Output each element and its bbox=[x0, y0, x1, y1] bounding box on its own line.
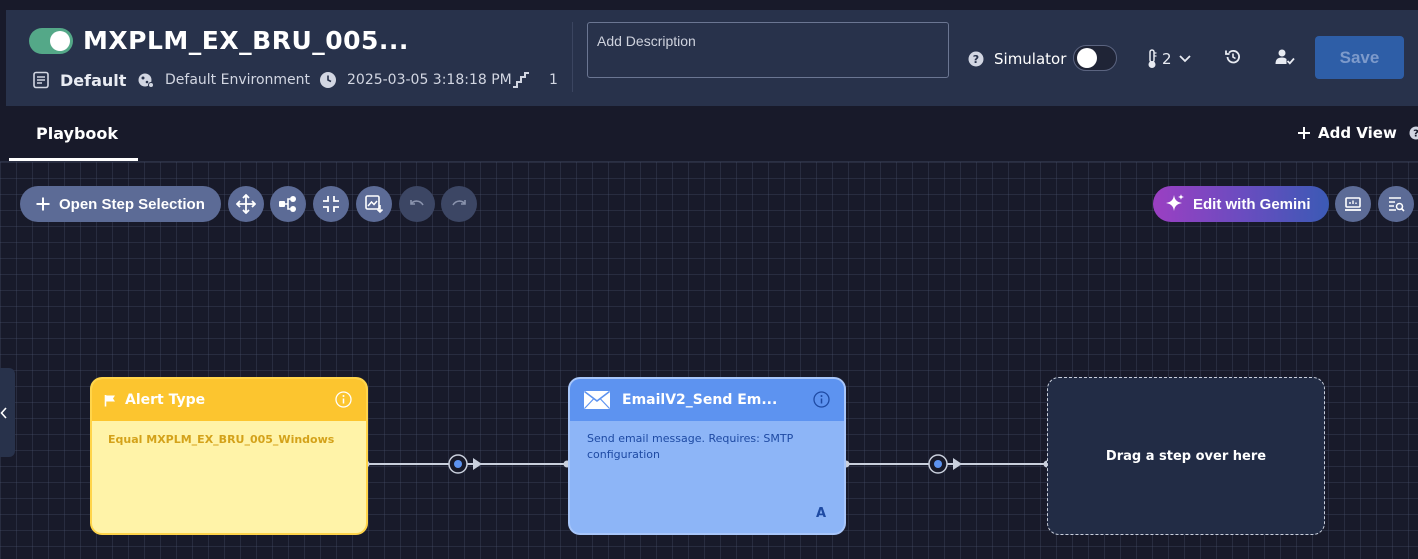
auto-layout-button[interactable] bbox=[270, 186, 306, 222]
edit-with-gemini-button[interactable]: Edit with Gemini bbox=[1153, 186, 1329, 222]
redo-icon bbox=[452, 200, 466, 206]
header-divider bbox=[572, 22, 573, 92]
add-view-button[interactable]: Add View bbox=[1296, 124, 1397, 142]
svg-text:?: ? bbox=[1413, 129, 1418, 140]
sparkle-icon bbox=[1166, 194, 1184, 211]
description-input[interactable] bbox=[587, 22, 949, 78]
playbook-default-label[interactable]: Default bbox=[32, 70, 126, 90]
envelope-icon bbox=[584, 390, 610, 409]
save-button[interactable]: Save bbox=[1315, 36, 1404, 79]
connector-add-point[interactable] bbox=[448, 454, 482, 474]
playbook-environment[interactable]: Default Environment bbox=[137, 70, 310, 90]
image-export-icon bbox=[365, 195, 384, 214]
undo-icon bbox=[410, 200, 424, 206]
playbook-datetime: 2025-03-05 3:18:18 PM bbox=[319, 70, 512, 90]
simulator-toggle[interactable] bbox=[1073, 45, 1117, 71]
node-description: Send email message. Requires: SMTP confi… bbox=[587, 432, 794, 461]
toggle-knob bbox=[1077, 48, 1097, 68]
undo-button[interactable] bbox=[399, 186, 435, 222]
simulator-label: Simulator bbox=[994, 50, 1067, 68]
steps-icon bbox=[513, 72, 529, 88]
trigger-node-alert-type[interactable]: Alert Type Equal MXPLM_EX_BRU_005_Window… bbox=[90, 377, 368, 535]
connector-add-point[interactable] bbox=[928, 454, 962, 474]
chevron-down-icon bbox=[1178, 55, 1191, 63]
move-icon bbox=[236, 194, 256, 214]
plus-icon bbox=[1298, 127, 1310, 139]
active-tab-indicator bbox=[9, 158, 138, 161]
node-condition: Equal MXPLM_EX_BRU_005_Windows bbox=[108, 433, 335, 446]
side-panel-toggle[interactable] bbox=[0, 368, 15, 457]
playbook-enabled-toggle[interactable] bbox=[29, 28, 73, 54]
monitor-view-button[interactable] bbox=[1335, 186, 1371, 222]
help-icon[interactable]: ? bbox=[968, 51, 984, 67]
flag-icon bbox=[104, 394, 115, 406]
drop-zone-label: Drag a step over here bbox=[1105, 448, 1267, 464]
clock-icon bbox=[320, 72, 336, 88]
node-badge-letter: A bbox=[815, 506, 826, 521]
playbook-header: MXPLM_EX_BRU_005... Default Default Envi… bbox=[6, 10, 1418, 106]
version-number: 2 bbox=[1162, 50, 1172, 68]
action-node-emailv2-send[interactable]: EmailV2_Send Em... Send email message. R… bbox=[568, 377, 846, 535]
info-icon[interactable] bbox=[813, 391, 830, 408]
plus-icon bbox=[36, 197, 50, 211]
user-check-icon[interactable] bbox=[1274, 48, 1296, 66]
version-selector[interactable]: 2 bbox=[1146, 49, 1192, 69]
info-icon[interactable] bbox=[335, 391, 352, 408]
node-title: Alert Type bbox=[125, 392, 206, 408]
step-drop-zone[interactable]: Drag a step over here bbox=[1047, 377, 1325, 535]
svg-text:?: ? bbox=[973, 53, 979, 66]
thermometer-icon bbox=[1148, 49, 1157, 68]
branch-icon bbox=[279, 196, 296, 212]
move-canvas-button[interactable] bbox=[228, 186, 264, 222]
export-image-button[interactable] bbox=[356, 186, 392, 222]
collapse-view-button[interactable] bbox=[313, 186, 349, 222]
playbook-title[interactable]: MXPLM_EX_BRU_005... bbox=[83, 26, 409, 55]
playbook-canvas[interactable]: Open Step Selection Edit with Gemini bbox=[0, 162, 1418, 559]
document-icon bbox=[33, 71, 49, 89]
node-title: EmailV2_Send Em... bbox=[622, 392, 778, 408]
redo-button[interactable] bbox=[441, 186, 477, 222]
node-header: Alert Type bbox=[92, 379, 366, 421]
search-steps-button[interactable] bbox=[1378, 186, 1414, 222]
playbook-steps-count: 1 bbox=[511, 70, 558, 90]
search-list-icon bbox=[1389, 197, 1405, 212]
chevron-left-icon bbox=[0, 406, 7, 419]
monitor-icon bbox=[1345, 197, 1361, 211]
toggle-knob bbox=[50, 31, 70, 51]
tab-playbook[interactable]: Playbook bbox=[36, 124, 119, 143]
step-connectors bbox=[362, 454, 1051, 474]
collapse-icon bbox=[323, 196, 339, 212]
open-step-selection-button[interactable]: Open Step Selection bbox=[20, 186, 221, 222]
help-icon[interactable]: ? bbox=[1409, 126, 1418, 140]
environment-icon bbox=[138, 73, 154, 88]
history-icon[interactable] bbox=[1224, 48, 1242, 66]
view-tabs: Playbook Add View ? bbox=[0, 106, 1418, 162]
node-header: EmailV2_Send Em... bbox=[570, 379, 844, 421]
